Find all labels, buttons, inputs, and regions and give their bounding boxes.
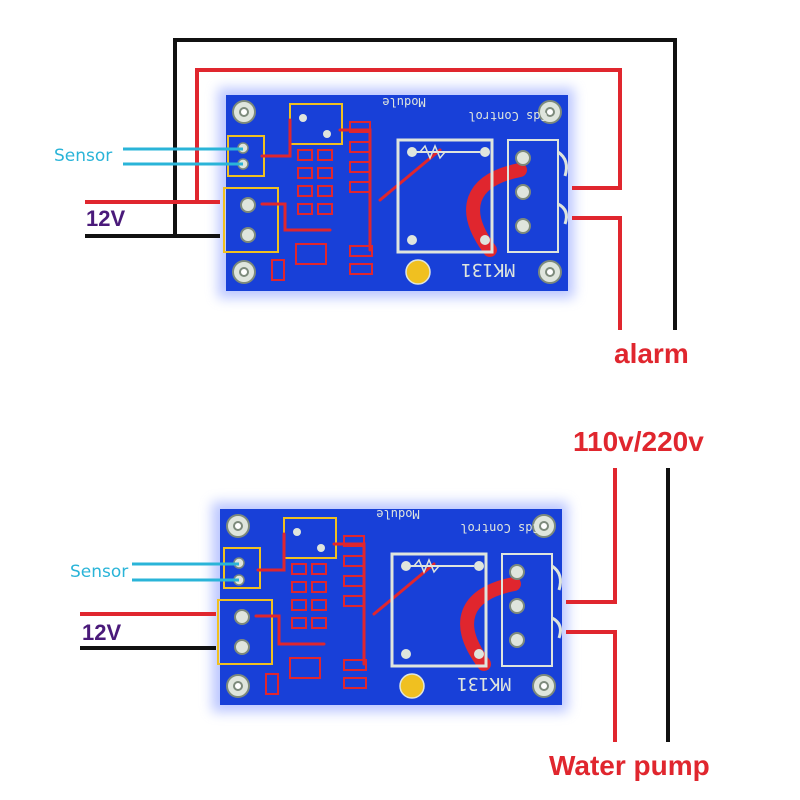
board-title-line2: Module (382, 95, 425, 109)
power-terminal (217, 599, 273, 665)
board-model: MK131 (461, 259, 515, 280)
smd-components (271, 121, 373, 281)
mains-voltage-label: 110v/220v (573, 426, 704, 457)
sensor-header (223, 547, 261, 589)
capacitor (399, 673, 425, 699)
alarm-label: alarm (614, 338, 689, 369)
wire-red-to-alarm (572, 216, 622, 330)
sensor-label: Sensor (54, 146, 113, 166)
sensor-label: Sensor (70, 562, 129, 582)
wire-black-loop (173, 38, 677, 330)
relay-output-terminal (507, 139, 559, 253)
wires-bottom (80, 468, 670, 742)
board-title-line1: Cds Control (460, 521, 539, 535)
relay (390, 552, 488, 668)
board-model: MK131 (457, 673, 511, 694)
board-title-line2: Module (376, 507, 419, 521)
relay (396, 138, 494, 254)
wire-mains-to-relay (566, 468, 617, 604)
wire-red-to-relay (195, 68, 622, 202)
mounting-holes (232, 100, 562, 284)
diagram-top (85, 38, 677, 330)
power-terminal (223, 187, 279, 253)
voltage-label: 12V (86, 206, 126, 231)
relay-output-terminal (501, 553, 553, 667)
mounting-holes (226, 514, 556, 698)
wire-relay-to-pump (566, 630, 617, 742)
water-pump-label: Water pump (549, 750, 710, 781)
diagram-bottom (80, 468, 670, 742)
capacitor (405, 259, 431, 285)
wires-top (85, 38, 677, 330)
board-title-line1: Cds Control (468, 109, 547, 123)
voltage-label: 12V (82, 620, 122, 645)
